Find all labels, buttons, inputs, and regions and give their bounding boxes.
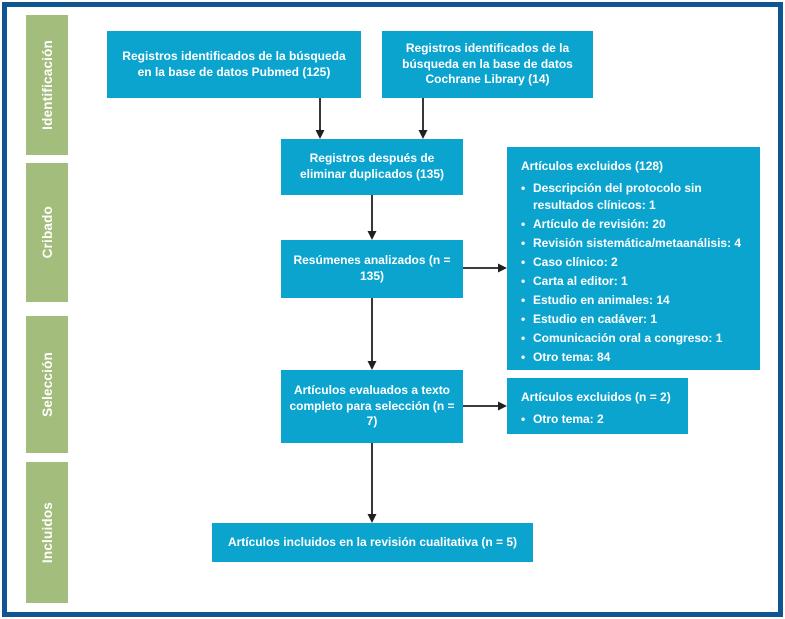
excluded-reason-text: Caso clínico: 2 (533, 255, 618, 270)
excluded-screening-list: • Descripción del protocolo sin resultad… (521, 180, 748, 366)
excluded-reason-text: Otro tema: 84 (533, 350, 611, 365)
excluded-reason-item: • Estudio en cadáver: 1 (521, 311, 748, 328)
bullet-icon: • (521, 412, 526, 427)
excluded-reason-item: • Artículo de revisión: 20 (521, 216, 748, 233)
abstracts-analyzed-box: Resúmenes analizados (n = 135) (281, 240, 463, 298)
deduplicated-records-box: Registros después de eliminar duplicados… (281, 139, 463, 195)
included-articles-text: Artículos incluidos en la revisión cuali… (227, 534, 518, 549)
stage-identification: Identificación (26, 15, 68, 155)
excluded-reason-item: • Descripción del protocolo sin resultad… (521, 180, 748, 214)
excluded-fulltext-box: Artículos excluidos (n = 2) • Otro tema:… (507, 378, 688, 434)
stage-identification-label: Identificación (39, 40, 55, 130)
excluded-fulltext-list: • Otro tema: 2 (521, 411, 676, 428)
excluded-reason-item: • Comunicación oral a congreso: 1 (521, 330, 748, 347)
excluded-reason-text: Carta al editor: 1 (533, 274, 628, 289)
pubmed-records-box: Registros identificados de la búsqueda e… (107, 31, 361, 98)
excluded-reason-item: • Otro tema: 2 (521, 411, 676, 428)
stage-included-label: Incluidos (39, 501, 55, 564)
excluded-reason-item: • Carta al editor: 1 (521, 273, 748, 290)
bullet-icon: • (521, 312, 526, 327)
bullet-icon: • (521, 181, 526, 196)
excluded-reason-item: • Revisión sistemática/metaanálisis: 4 (521, 235, 748, 252)
deduplicated-records-text: Registros después de eliminar duplicados… (299, 151, 445, 181)
bullet-icon: • (521, 274, 526, 289)
bullet-icon: • (521, 217, 526, 232)
bullet-icon: • (521, 331, 526, 346)
excluded-reason-text: Descripción del protocolo sin resultados… (533, 181, 702, 213)
excluded-screening-title: Artículos excluidos (128) (521, 159, 664, 173)
abstracts-analyzed-text: Resúmenes analizados (n = 135) (293, 253, 451, 283)
stage-screening-label: Cribado (39, 206, 55, 259)
excluded-reason-text: Comunicación oral a congreso: 1 (533, 331, 723, 346)
cochrane-records-box: Registros identificados de la búsqueda e… (382, 31, 593, 98)
fulltext-evaluated-box: Artículos evaluados a texto completo par… (281, 370, 463, 443)
stage-screening: Cribado (26, 163, 68, 302)
excluded-fulltext-title: Artículos excluidos (n = 2) (521, 390, 671, 404)
excluded-screening-box: Artículos excluidos (128) • Descripción … (507, 147, 760, 370)
bullet-icon: • (521, 350, 526, 365)
excluded-reason-text: Estudio en cadáver: 1 (533, 312, 658, 327)
stage-included: Incluidos (26, 462, 68, 603)
excluded-reason-text: Revisión sistemática/metaanálisis: 4 (533, 236, 742, 251)
stage-selection: Selección (26, 316, 68, 453)
cochrane-records-text: Registros identificados de la búsqueda e… (402, 41, 573, 87)
bullet-icon: • (521, 236, 526, 251)
excluded-reason-text: Artículo de revisión: 20 (533, 217, 666, 232)
excluded-reason-item: • Otro tema: 84 (521, 349, 748, 366)
stage-selection-label: Selección (39, 352, 55, 417)
pubmed-records-text: Registros identificados de la búsqueda e… (122, 48, 346, 79)
excluded-reason-text: Estudio en animales: 14 (533, 293, 670, 308)
fulltext-evaluated-text: Artículos evaluados a texto completo par… (289, 383, 455, 429)
included-articles-box: Artículos incluidos en la revisión cuali… (212, 523, 533, 562)
excluded-reason-item: • Estudio en animales: 14 (521, 292, 748, 309)
bullet-icon: • (521, 293, 526, 308)
bullet-icon: • (521, 255, 526, 270)
excluded-reason-text: Otro tema: 2 (533, 412, 604, 427)
excluded-reason-item: • Caso clínico: 2 (521, 254, 748, 271)
